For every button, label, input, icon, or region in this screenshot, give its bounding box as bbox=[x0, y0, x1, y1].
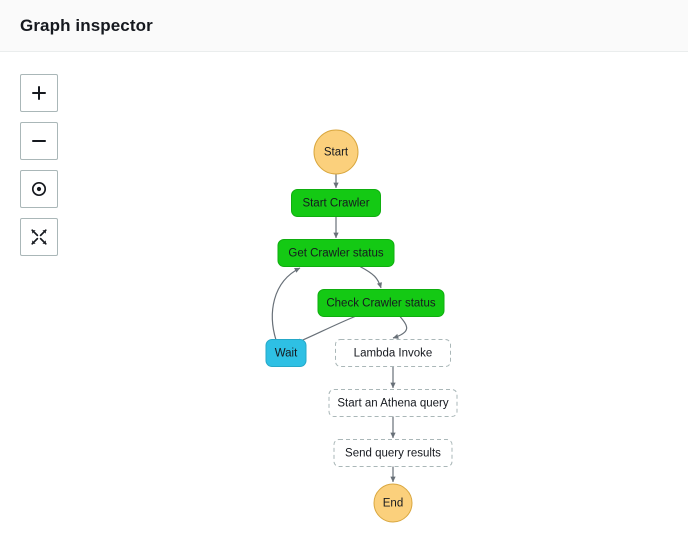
edge-check-status-to-wait bbox=[295, 315, 356, 344]
target-icon bbox=[30, 180, 48, 198]
edge-check-status-to-lambda bbox=[392, 316, 408, 339]
graph-node-send-query-results[interactable]: Send query results bbox=[333, 439, 453, 467]
graph-node-lambda-invoke[interactable]: Lambda Invoke bbox=[335, 339, 451, 367]
graph-toolbar bbox=[20, 74, 58, 256]
fullscreen-icon bbox=[30, 228, 48, 246]
graph-node-get-crawler-status[interactable]: Get Crawler status bbox=[277, 239, 395, 267]
state-machine-graph: Start Start Crawler Get Crawler status C… bbox=[265, 129, 458, 523]
zoom-out-button[interactable] bbox=[20, 122, 58, 160]
graph-node-end[interactable]: End bbox=[373, 483, 413, 523]
center-graph-button[interactable] bbox=[20, 170, 58, 208]
graph-node-check-crawler-status[interactable]: Check Crawler status bbox=[317, 289, 445, 317]
edge-get-status-to-check-status bbox=[359, 265, 382, 289]
minus-icon bbox=[30, 132, 48, 150]
graph-canvas[interactable]: Start Start Crawler Get Crawler status C… bbox=[0, 52, 688, 533]
zoom-in-button[interactable] bbox=[20, 74, 58, 112]
graph-node-start-crawler[interactable]: Start Crawler bbox=[291, 189, 381, 217]
edge-wait-to-get-status bbox=[271, 267, 301, 341]
graph-node-start[interactable]: Start bbox=[313, 129, 359, 175]
panel-header: Graph inspector bbox=[0, 0, 688, 52]
graph-node-wait[interactable]: Wait bbox=[265, 339, 307, 367]
fullscreen-button[interactable] bbox=[20, 218, 58, 256]
page-title: Graph inspector bbox=[20, 15, 153, 35]
graph-node-start-an-athena-query[interactable]: Start an Athena query bbox=[328, 389, 458, 417]
graph-nodes: Start Start Crawler Get Crawler status C… bbox=[265, 129, 458, 523]
plus-icon bbox=[30, 84, 48, 102]
graph-edges bbox=[271, 174, 408, 483]
